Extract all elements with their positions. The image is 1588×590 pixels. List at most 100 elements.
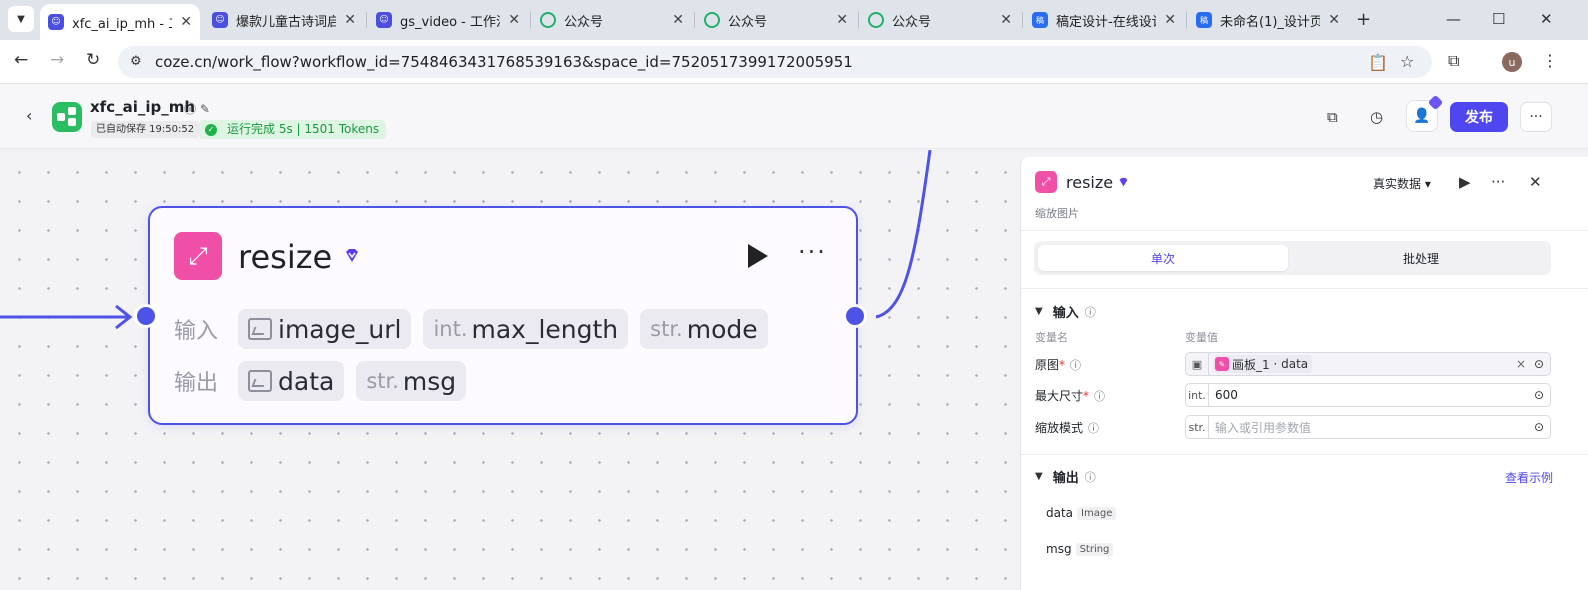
browser-tab-1[interactable]: ☺ 爆款儿童古诗词启 ✕ — [204, 4, 364, 36]
close-icon[interactable]: ✕ — [180, 14, 192, 30]
info-icon[interactable]: ⓘ — [1084, 470, 1096, 484]
variable-picker-icon[interactable]: ⊙ — [1533, 388, 1545, 402]
section-title: 输入 — [1052, 306, 1079, 321]
reload-icon[interactable]: ↻ — [86, 50, 101, 70]
extensions-puzzle-icon[interactable]: ⧉ — [1448, 51, 1460, 70]
bookmark-star-icon[interactable]: ☆ — [1400, 52, 1415, 71]
view-example-link[interactable]: 查看示例 — [1505, 471, 1554, 485]
node-output-port[interactable] — [843, 304, 867, 328]
browser-tab-2[interactable]: ☺ gs_video - 工作流 ✕ — [368, 4, 528, 36]
tab-divider — [530, 12, 531, 28]
param-value[interactable]: 600 — [1215, 388, 1238, 402]
close-icon[interactable]: ✕ — [1328, 12, 1340, 28]
param-field-max-length[interactable]: int. 600 ⊙ — [1185, 383, 1551, 407]
resize-node[interactable]: ⤢ resize ··· 输入 image_url int. max_lengt… — [148, 206, 858, 425]
back-arrow-icon[interactable]: ← — [14, 50, 29, 70]
close-icon[interactable]: ✕ — [508, 12, 520, 28]
type-prefix: str. — [366, 369, 399, 393]
output-chip: data — [238, 361, 345, 401]
more-dots-icon[interactable]: ··· — [1491, 173, 1506, 191]
column-header-value: 变量值 — [1185, 331, 1218, 344]
window-close-icon[interactable]: ✕ — [1540, 10, 1553, 28]
data-mode-dropdown[interactable]: 真实数据 ▾ — [1373, 175, 1431, 192]
browser-tab-7[interactable]: 稿 未命名(1)_设计页 ✕ — [1188, 4, 1348, 36]
tab-single[interactable]: 单次 — [1038, 245, 1288, 271]
input-section-header[interactable]: ▼ 输入 ⓘ — [1035, 302, 1096, 322]
more-options-button[interactable]: ··· — [1520, 102, 1552, 132]
param-placeholder[interactable]: 输入或引用参数值 — [1215, 420, 1312, 435]
run-play-icon[interactable] — [748, 244, 768, 268]
close-icon[interactable]: ✕ — [1529, 173, 1542, 191]
edit-icon[interactable]: ✎ — [199, 102, 210, 116]
collaborators-button[interactable]: 👤 — [1406, 94, 1444, 132]
browser-tab-4[interactable]: 公众号 ✕ — [696, 4, 856, 36]
url-text[interactable]: coze.cn/work_flow?workflow_id=7548463431… — [155, 53, 853, 71]
history-clock-icon[interactable]: ◷ — [1370, 108, 1384, 126]
tab-title: 公众号 — [728, 14, 768, 30]
browser-tab-5[interactable]: 公众号 ✕ — [860, 4, 1020, 36]
forward-arrow-icon[interactable]: → — [50, 50, 65, 70]
coze-icon: ☺ — [212, 12, 228, 28]
output-name: msg — [402, 366, 457, 396]
browser-tab-0[interactable]: ☺ xfc_ai_ip_mh - 工 ✕ — [40, 4, 200, 40]
minimize-icon[interactable]: — — [1446, 10, 1461, 28]
info-icon[interactable]: ⓘ — [1094, 390, 1106, 403]
chevron-down-icon: ▼ — [17, 13, 25, 25]
wechat-mp-icon — [704, 12, 720, 28]
tab-batch[interactable]: 批处理 — [1402, 251, 1439, 266]
param-field-mode[interactable]: str. 输入或引用参数值 ⊙ — [1185, 415, 1551, 439]
node-title: resize — [238, 238, 333, 276]
type-prefix: str. — [650, 317, 683, 341]
type-prefix: str. — [1186, 416, 1209, 438]
run-status-badge[interactable]: ✓ 运行完成 5s | 1501 Tokens — [199, 120, 387, 139]
chevron-down-icon: ▼ — [1035, 306, 1043, 317]
input-row-label: 输入 — [174, 319, 219, 344]
clear-x-icon[interactable]: × — [1515, 357, 1526, 371]
copy-icon[interactable]: ⧉ — [1327, 108, 1338, 126]
type-prefix: int. — [1186, 384, 1209, 406]
tab-search-button[interactable]: ▼ — [8, 6, 34, 32]
run-play-icon[interactable]: ▶ — [1459, 173, 1471, 191]
more-dots-icon[interactable]: ··· — [798, 238, 827, 266]
tab-title: 公众号 — [564, 14, 604, 30]
close-icon[interactable]: ✕ — [1164, 12, 1176, 28]
node-input-port[interactable] — [134, 304, 158, 328]
output-section-header[interactable]: ▼ 输出 ⓘ — [1035, 467, 1096, 487]
profile-avatar[interactable]: u — [1502, 52, 1522, 72]
image-icon — [248, 318, 272, 340]
info-icon[interactable]: ⓘ — [1088, 422, 1100, 435]
close-icon[interactable]: ✕ — [1000, 12, 1012, 28]
publish-button[interactable]: 发布 — [1450, 102, 1508, 132]
output-name: data — [278, 366, 335, 396]
browser-menu-icon[interactable]: ⋮ — [1542, 51, 1558, 70]
variable-picker-icon[interactable]: ⊙ — [1533, 420, 1545, 434]
maximize-icon[interactable]: ☐ — [1492, 10, 1506, 28]
back-chevron-icon[interactable]: ‹ — [26, 106, 33, 125]
variable-picker-icon[interactable]: ⊙ — [1533, 357, 1545, 371]
resize-expand-icon: ⤢ — [1035, 171, 1057, 193]
close-icon[interactable]: ✕ — [344, 12, 356, 28]
info-icon[interactable]: ⓘ — [184, 102, 197, 116]
param-field-image[interactable]: ▣ ✎ 画板_1 · data × ⊙ — [1185, 352, 1551, 376]
variable-ref-chip[interactable]: ✎ 画板_1 · data — [1213, 355, 1313, 373]
site-settings-icon[interactable]: ⚙ — [130, 54, 142, 69]
output-var-name: data — [1046, 506, 1074, 520]
new-tab-plus-icon[interactable]: + — [1356, 9, 1372, 30]
caret-down-icon: ▾ — [1424, 177, 1431, 191]
close-icon[interactable]: ✕ — [836, 12, 848, 28]
url-omnibox[interactable]: ⚙ coze.cn/work_flow?workflow_id=75484634… — [118, 46, 1432, 78]
browser-tab-6[interactable]: 稿 稿定设计-在线设计 ✕ — [1024, 4, 1184, 36]
workflow-name: xfc_ai_ip_mh — [90, 98, 196, 116]
browser-tab-3[interactable]: 公众号 ✕ — [532, 4, 692, 36]
input-name: image_url — [278, 314, 402, 344]
info-icon[interactable]: ⓘ — [1070, 359, 1082, 372]
wechat-mp-icon — [868, 12, 884, 28]
clipboard-icon[interactable]: 📋 — [1368, 53, 1388, 72]
tab-title: 公众号 — [892, 14, 932, 30]
outgoing-connection — [875, 150, 932, 319]
close-icon[interactable]: ✕ — [672, 12, 684, 28]
panel-subtitle: 缩放图片 — [1035, 207, 1079, 220]
info-icon[interactable]: ⓘ — [1084, 305, 1096, 319]
workflow-canvas[interactable]: ⤢ resize ··· 输入 image_url int. max_lengt… — [0, 150, 1020, 590]
